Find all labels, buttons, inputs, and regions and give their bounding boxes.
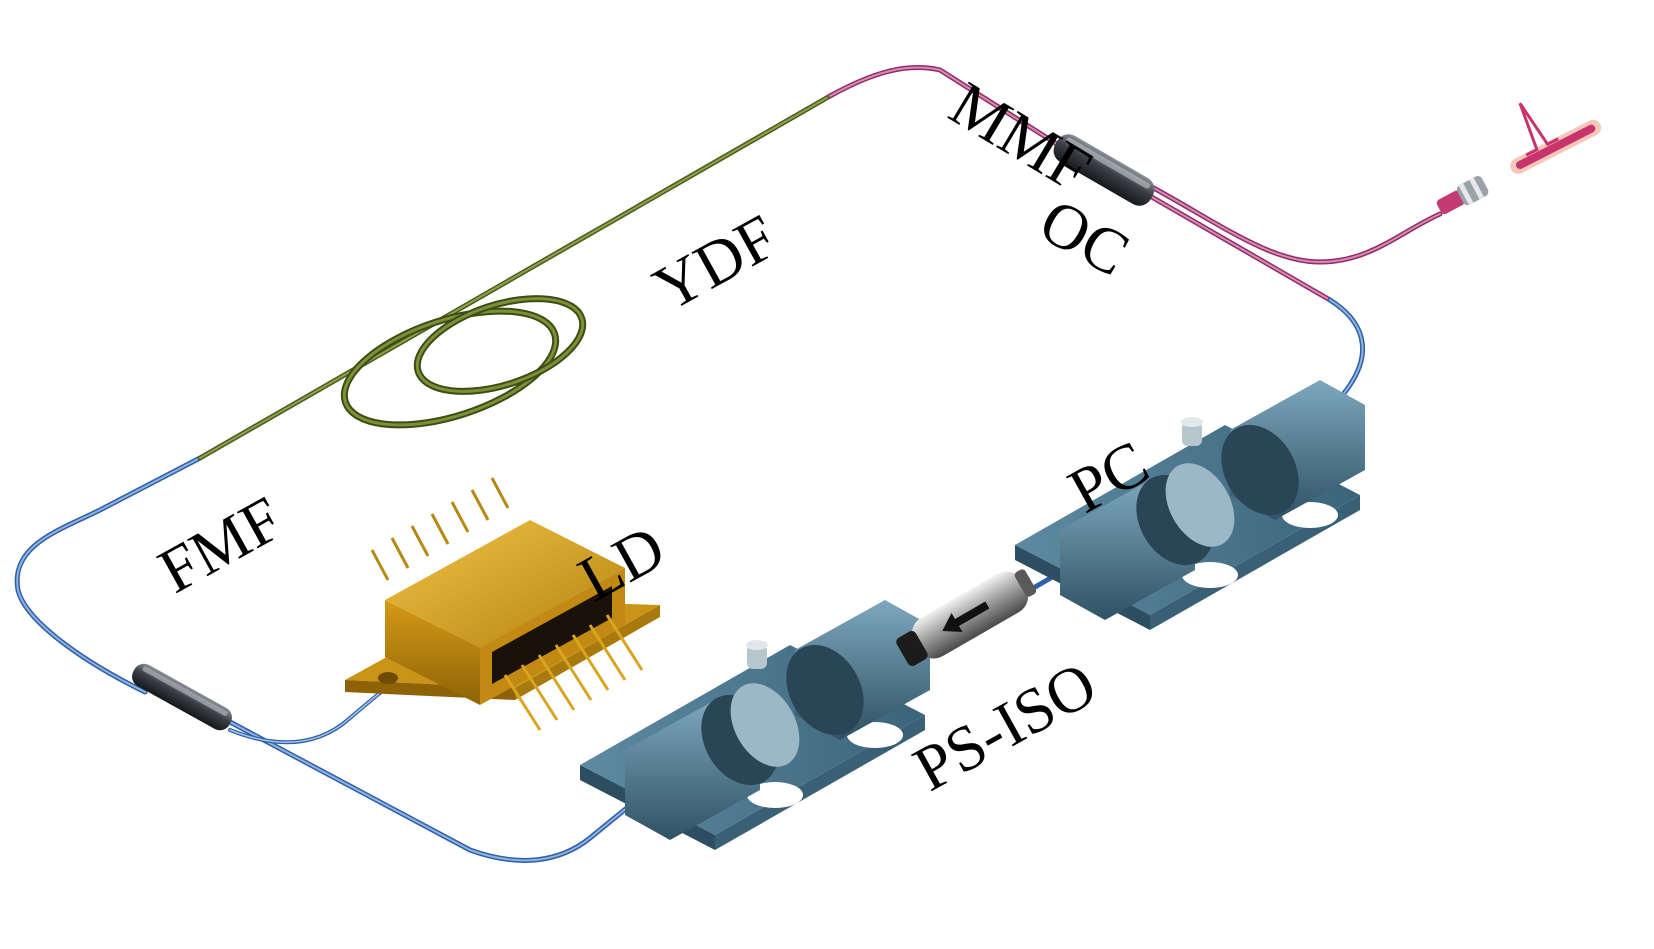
- ydf-coil: [340, 295, 587, 429]
- polarization-controller-left: [580, 600, 930, 850]
- polarization-controller-right: [1015, 380, 1365, 630]
- wdm-coupler: [132, 663, 232, 731]
- polarization-sensitive-isolator: [896, 569, 1037, 667]
- output-coupler: [1053, 134, 1155, 206]
- laser-diode-module: [345, 477, 660, 731]
- output-pulse-icon: [1510, 102, 1602, 174]
- fiber-loop: [14, 65, 1443, 863]
- output-port: [1436, 176, 1489, 215]
